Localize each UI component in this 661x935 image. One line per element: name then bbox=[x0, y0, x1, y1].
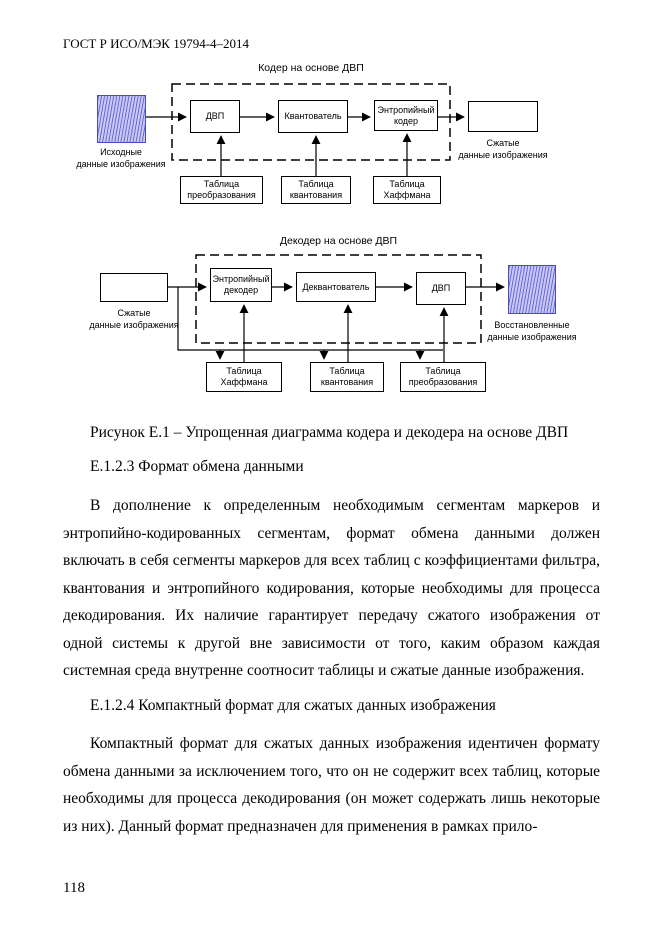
decoder-input-label: Сжатые данные изображения bbox=[89, 308, 179, 330]
paragraph-e123: В дополнение к определенным необходимым … bbox=[63, 497, 600, 679]
decoder-diagram: Декодер на основе ДВП Сжатые данные изоб… bbox=[0, 230, 661, 415]
encoder-diagram: Кодер на основе ДВП Исходные данные изоб… bbox=[0, 60, 661, 225]
decoder-block-entropy-decoder: Энтропийный декодер bbox=[210, 268, 272, 302]
section-heading-e124: Е.1.2.4 Компактный формат для сжатых дан… bbox=[90, 697, 496, 714]
decoder-block-dequantizer: Деквантователь bbox=[296, 272, 376, 302]
encoder-block-entropy-coder: Энтропийный кодер bbox=[374, 100, 438, 131]
decoder-input-box bbox=[100, 273, 168, 302]
document-header: ГОСТ Р ИСО/МЭК 19794-4–2014 bbox=[63, 36, 250, 51]
decoder-block-dwt: ДВП bbox=[416, 272, 466, 305]
encoder-table-transform: Таблица преобразования bbox=[180, 176, 263, 204]
encoder-output-box bbox=[468, 101, 538, 132]
encoder-input-image bbox=[97, 95, 146, 143]
decoder-output-image bbox=[508, 265, 556, 314]
figure-caption: Рисунок Е.1 – Упрощенная диаграмма кодер… bbox=[90, 424, 569, 441]
encoder-block-quantizer: Квантователь bbox=[278, 100, 348, 133]
section-heading-e123: Е.1.2.3 Формат обмена данными bbox=[90, 458, 304, 475]
decoder-table-huffman: Таблица Хаффмана bbox=[206, 362, 282, 392]
decoder-arrows-layer bbox=[168, 254, 505, 362]
encoder-input-label: Исходные данные изображения bbox=[76, 147, 166, 169]
decoder-table-transform: Таблица преобразования bbox=[400, 362, 486, 392]
encoder-title: Кодер на основе ДВП bbox=[258, 62, 364, 74]
encoder-output-label: Сжатые данные изображения bbox=[458, 138, 548, 160]
encoder-block-dwt: ДВП bbox=[190, 100, 240, 133]
decoder-output-label: Восстановленные данные изображения bbox=[487, 320, 577, 342]
encoder-arrows-layer bbox=[146, 83, 465, 176]
encoder-table-quantization: Таблица квантования bbox=[281, 176, 351, 204]
decoder-table-quantization: Таблица квантования bbox=[310, 362, 384, 392]
paragraph-e124: Компактный формат для сжатых данных изоб… bbox=[63, 735, 600, 835]
decoder-title: Декодер на основе ДВП bbox=[279, 235, 398, 247]
encoder-table-huffman: Таблица Хаффмана bbox=[373, 176, 441, 204]
page-number: 118 bbox=[63, 880, 85, 896]
